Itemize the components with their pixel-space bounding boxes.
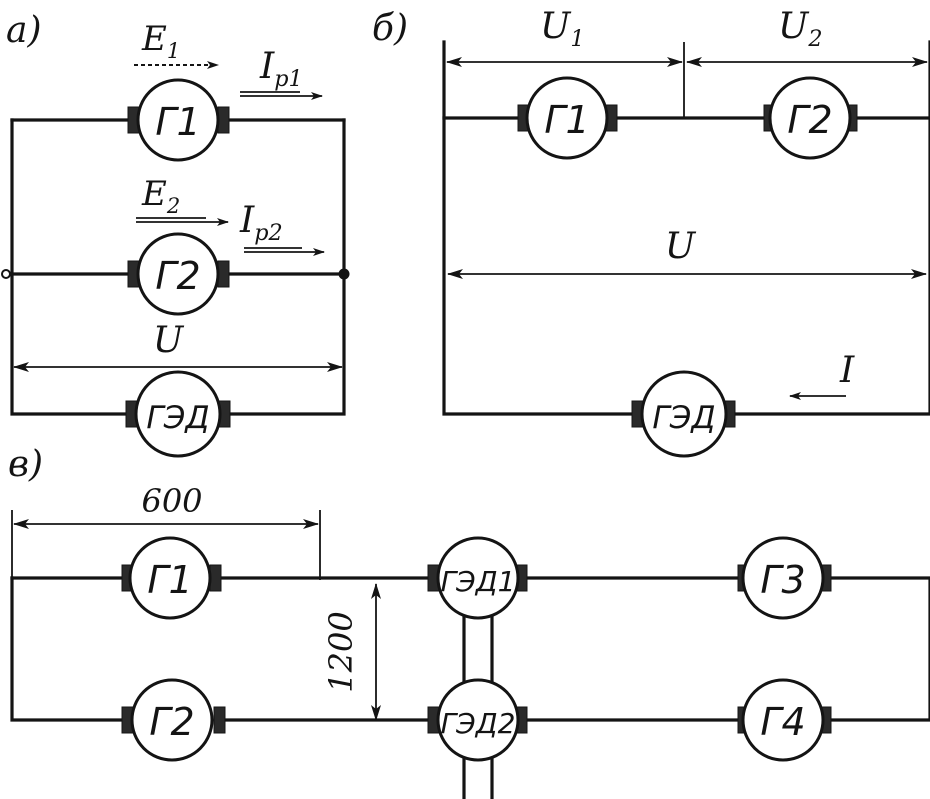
gen4-label: Г4 bbox=[760, 700, 805, 744]
generator-g1-v: Г1 bbox=[121, 536, 222, 620]
motor-ged-b: ГЭД bbox=[631, 370, 736, 458]
motor1-label: ГЭД1 bbox=[441, 565, 516, 598]
voltage1-label: U1 bbox=[540, 6, 585, 52]
motor-ged2: ГЭД2 bbox=[427, 678, 528, 762]
current1-label: Ip1 bbox=[259, 46, 303, 92]
dimension-1200-label: 1200 bbox=[322, 611, 360, 692]
generator-g2-v: Г2 bbox=[121, 678, 226, 762]
motor-label: ГЭД bbox=[146, 400, 209, 436]
panel-v: в) 600 1200 Г1 bbox=[8, 444, 930, 799]
generator-g1-b: Г1 bbox=[517, 76, 618, 160]
generator-g2-b: Г2 bbox=[763, 76, 858, 160]
generator-g2: Г2 bbox=[127, 232, 230, 316]
gen1-b-label: Г1 bbox=[544, 98, 589, 142]
current-label: I bbox=[839, 350, 855, 391]
terminal-node bbox=[1, 269, 11, 279]
current2-label: Ip2 bbox=[239, 200, 283, 246]
motor2-label: ГЭД2 bbox=[441, 707, 516, 740]
dimension-600-label: 600 bbox=[141, 482, 202, 520]
motor-b-label: ГЭД bbox=[652, 400, 715, 436]
generator-g1: Г1 bbox=[127, 78, 230, 162]
gen2-b-label: Г2 bbox=[787, 98, 832, 142]
gen2-label: Г2 bbox=[155, 254, 200, 298]
motor-ged1: ГЭД1 bbox=[427, 536, 528, 620]
voltage-label: U bbox=[153, 320, 185, 361]
panel-v-label: в) bbox=[8, 444, 43, 485]
gen1-label: Г1 bbox=[155, 100, 200, 144]
emf2-label: E2 bbox=[141, 174, 180, 218]
panel-v-wires bbox=[10, 576, 930, 799]
panel-b-wires bbox=[442, 40, 930, 416]
junction-node bbox=[338, 268, 350, 280]
generator-g3: Г3 bbox=[737, 536, 832, 620]
motor-ged: ГЭД bbox=[125, 370, 231, 458]
voltage-total-label: U bbox=[665, 226, 697, 267]
panel-a-wires bbox=[4, 118, 346, 416]
panel-a: а) Г1 Г2 Г bbox=[1, 10, 350, 458]
panel-b: б) U1 U2 Г1 Г2 U bbox=[372, 6, 930, 458]
panel-b-label: б) bbox=[372, 8, 408, 49]
gen2-v-label: Г2 bbox=[149, 700, 194, 744]
emf1-label: E1 bbox=[141, 19, 180, 63]
generator-g4: Г4 bbox=[737, 678, 832, 762]
voltage2-label: U2 bbox=[778, 6, 823, 52]
gen3-label: Г3 bbox=[760, 558, 805, 602]
panel-a-label: а) bbox=[6, 10, 42, 51]
gen1-v-label: Г1 bbox=[147, 558, 192, 602]
